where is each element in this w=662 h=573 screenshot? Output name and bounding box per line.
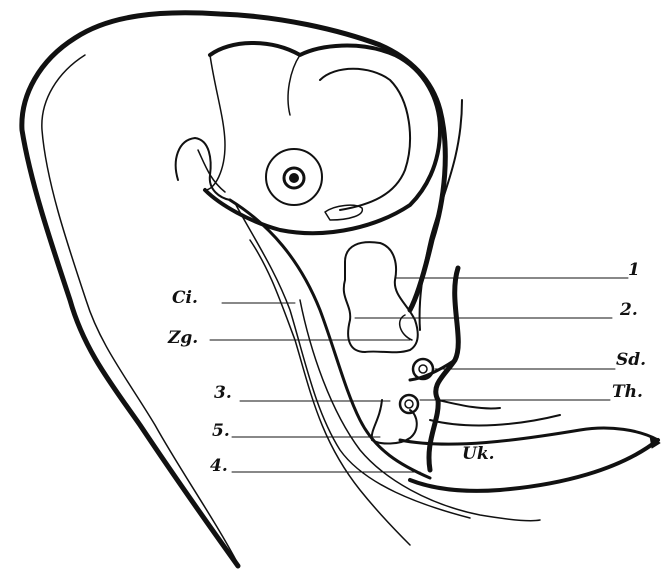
brain-vesicle-right [320, 69, 410, 210]
band-3 [250, 240, 410, 545]
label-uk: Uk. [462, 446, 495, 463]
label-5: 5. [212, 423, 230, 440]
pouch-inner [400, 315, 412, 340]
th-vesicle [400, 395, 418, 413]
label-3: 3. [214, 385, 232, 402]
tail-upper [400, 428, 658, 444]
band-1 [230, 200, 430, 478]
sd-vesicle-inner [419, 365, 427, 373]
label-2: 2. [620, 302, 638, 319]
outer-contour [22, 13, 445, 566]
label-4: 4. [210, 458, 228, 475]
tail-lower [410, 440, 658, 491]
label-zg: Zg. [168, 330, 198, 347]
pouch-upper [344, 242, 418, 352]
eye-core [289, 173, 299, 183]
label-th: Th. [612, 384, 643, 401]
brain-vesicle-mid [288, 55, 300, 115]
band-2 [236, 205, 470, 518]
label-1: 1 [628, 262, 640, 279]
label-sd: Sd. [616, 352, 646, 369]
brain-outline [205, 43, 440, 233]
vessel-branch-3 [430, 415, 560, 425]
th-vesicle-inner [405, 400, 413, 408]
vessel-branch-2 [438, 400, 500, 408]
label-ci: Ci. [172, 290, 198, 307]
